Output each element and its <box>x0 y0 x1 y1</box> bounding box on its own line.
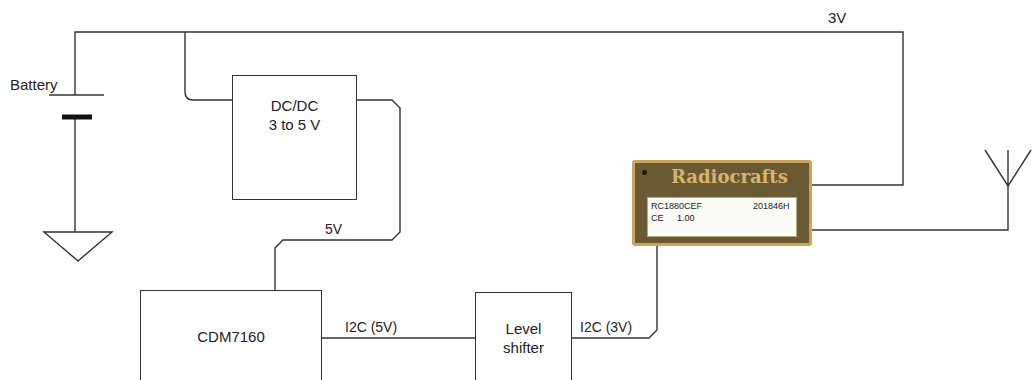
signal-wire <box>322 337 475 338</box>
date-code: 201846H <box>753 201 790 211</box>
box-title: 3 to 5 V <box>269 115 321 134</box>
signal-label: 5V <box>323 221 344 237</box>
box-title: Level shifter <box>493 319 555 357</box>
battery-plate <box>62 115 92 120</box>
sensor-box: CDM7160 <box>140 290 322 380</box>
signal-label: I2C (3V) <box>578 319 634 335</box>
box-title: DC/DC <box>271 96 319 115</box>
version-text: 1.00 <box>677 213 695 223</box>
antenna-wire <box>812 186 1008 230</box>
antenna-symbol <box>985 150 1031 186</box>
pin-dot <box>642 170 647 175</box>
battery-plate <box>49 94 104 95</box>
box-title: CDM7160 <box>197 327 265 346</box>
part-number: RC1880CEF <box>651 201 702 211</box>
voltage-label: 3V <box>826 10 848 26</box>
converter-box: DC/DC3 to 5 V <box>232 75 357 200</box>
battery-label: Battery <box>8 77 60 93</box>
brand-name: Radiocrafts <box>671 166 788 187</box>
ground-symbol <box>44 232 112 261</box>
supply-wire <box>185 32 232 100</box>
ground-wire <box>74 119 75 232</box>
mark-text: CE <box>651 213 664 223</box>
level-shifter-box: Level shifter <box>475 292 572 380</box>
signal-label: I2C (5V) <box>343 319 399 335</box>
radio-module: RadiocraftsRC1880CEF 201846H CE 1.00 <box>632 160 812 246</box>
signal-wire <box>572 246 657 338</box>
